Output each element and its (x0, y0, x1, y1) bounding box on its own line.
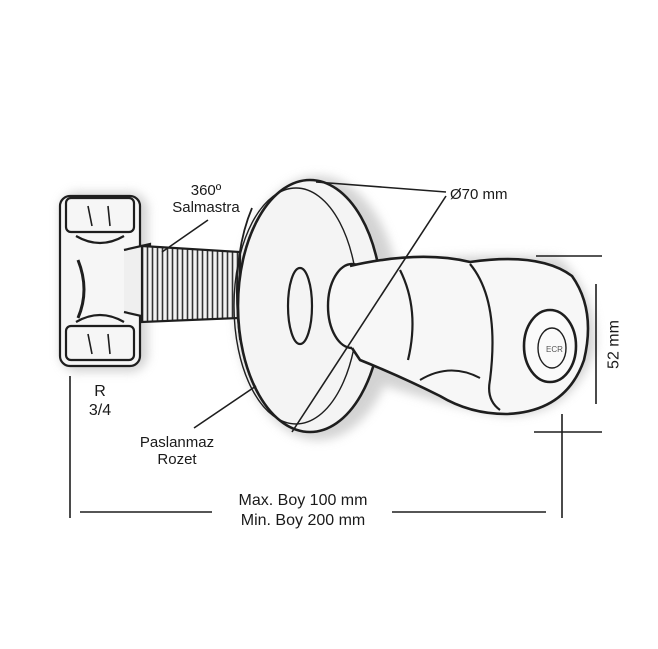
rosette-leader (193, 385, 257, 429)
lower-hex-nut (64, 324, 136, 362)
swivel-name-text: Salmastra (172, 199, 240, 216)
rosette-line2-text: Rozet (157, 451, 197, 468)
rosette-label: Paslanmaz Rozet (126, 434, 228, 468)
diameter-leader-top (315, 181, 447, 193)
diameter-leader-diag (291, 195, 447, 433)
swivel-angle-text: 360º (190, 182, 222, 199)
tee-fitting (58, 194, 152, 368)
rosette-line1-text: Paslanmaz (139, 434, 215, 451)
salmastra-leader (161, 219, 209, 253)
threaded-pipe (140, 244, 242, 324)
valve-handle: ECR (326, 255, 590, 416)
dimension-lines (69, 181, 602, 518)
max-length-label: Max. Boy 100 mm (238, 492, 368, 509)
thread-label: R 3/4 (78, 382, 122, 420)
diameter-label: Ø70 mm (450, 186, 508, 203)
thread-size-text: 3/4 (88, 402, 112, 419)
height-label: 52 mm (605, 320, 623, 369)
upper-hex-nut (64, 196, 136, 234)
handle-cap (522, 308, 578, 384)
cap-logo: ECR (546, 345, 563, 354)
thread-r-text: R (94, 383, 106, 400)
salmastra-label: 360º Salmastra (158, 182, 254, 216)
min-length-label: Min. Boy 200 mm (240, 512, 366, 529)
